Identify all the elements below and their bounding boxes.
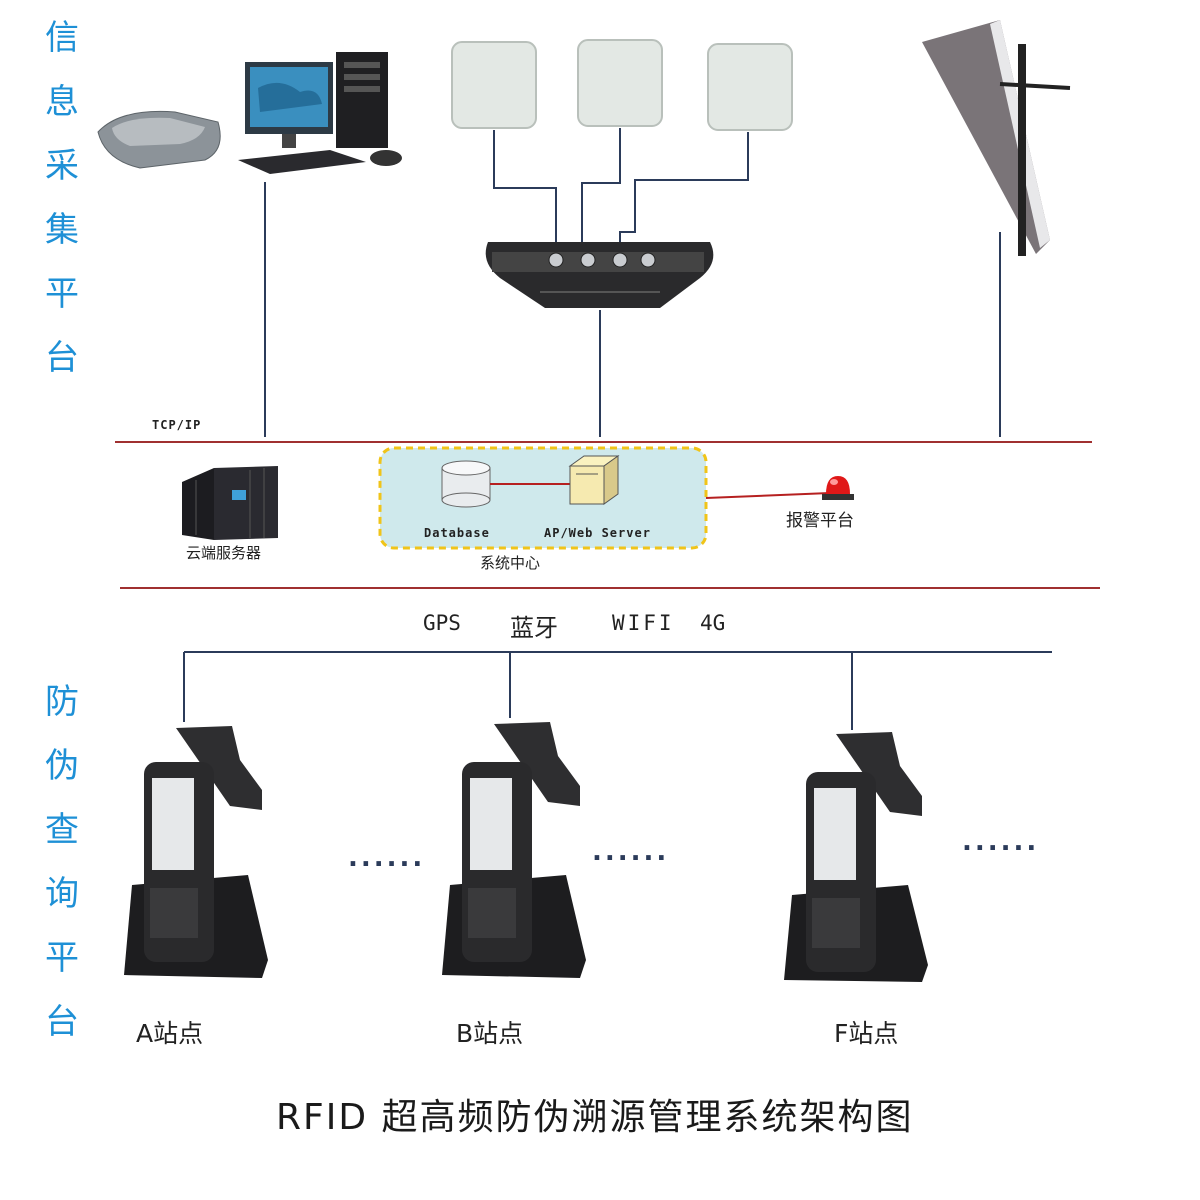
wireless-gps-label: GPS	[423, 611, 461, 635]
web-server-label: AP/Web Server	[544, 526, 651, 540]
diagram-title: RFID 超高频防伪溯源管理系统架构图	[276, 1088, 914, 1140]
handheld-terminal-f-icon	[784, 732, 928, 982]
uhf-antenna-1-icon	[452, 42, 536, 128]
uhf-antenna-3-icon	[708, 44, 792, 130]
ellipsis-3: ......	[962, 832, 1039, 852]
cable-antenna-2	[582, 128, 620, 252]
collection-char: 平	[40, 262, 84, 326]
collection-char: 台	[40, 326, 84, 390]
collection-char: 息	[40, 70, 84, 134]
pole-antenna-icon	[922, 20, 1070, 256]
query-char: 查	[40, 798, 84, 862]
wireless-wifi-label: WIFI	[612, 611, 675, 635]
cable-antenna-3	[620, 132, 748, 252]
query-char: 防	[40, 670, 84, 734]
system-center-label: 系统中心	[480, 552, 540, 573]
cable-antenna-1	[494, 130, 556, 252]
ellipsis-1: ......	[348, 848, 425, 868]
server-alarm-link	[706, 493, 830, 498]
query-char: 台	[40, 990, 84, 1054]
database-label: Database	[424, 526, 490, 540]
protocol-label: TCP/IP	[152, 418, 201, 432]
collection-char: 采	[40, 134, 84, 198]
database-icon	[442, 461, 490, 507]
handheld-terminal-b-icon	[442, 722, 586, 978]
computer-icon	[238, 52, 402, 174]
station-f-label: F站点	[834, 1014, 898, 1050]
rfid-reader-icon	[486, 242, 714, 308]
wireless-4g-label: 4G	[700, 611, 725, 635]
web-server-icon	[570, 456, 618, 504]
station-b-label: B站点	[456, 1014, 523, 1050]
query-char: 伪	[40, 734, 84, 798]
alarm-platform-label: 报警平台	[786, 506, 854, 531]
alarm-light-icon	[822, 476, 854, 500]
query-platform-label: 防 伪 查 询 平 台	[40, 670, 84, 1054]
query-char: 平	[40, 926, 84, 990]
wireless-bluetooth-label: 蓝牙	[510, 608, 558, 643]
cloud-server-icon	[182, 466, 278, 540]
station-a-label: A站点	[136, 1014, 203, 1050]
collection-char: 集	[40, 198, 84, 262]
cloud-server-label: 云端服务器	[186, 542, 261, 563]
uhf-antenna-2-icon	[578, 40, 662, 126]
ellipsis-2: ......	[592, 842, 669, 862]
handheld-terminal-a-icon	[124, 726, 268, 978]
query-char: 询	[40, 862, 84, 926]
collection-platform-label: 信 息 采 集 平 台	[40, 6, 84, 390]
desktop-reader-icon	[98, 111, 220, 168]
collection-char: 信	[40, 6, 84, 70]
